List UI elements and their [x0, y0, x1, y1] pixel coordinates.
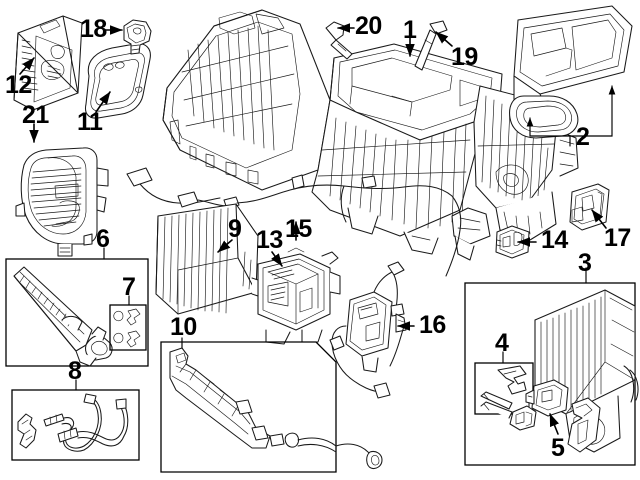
callout-12[interactable]: 12	[5, 71, 32, 99]
part-blower-motor-assembly	[15, 147, 109, 257]
callout-11[interactable]: 11	[77, 108, 103, 136]
box-6-heater-core	[5, 258, 149, 367]
callout-20[interactable]: 20	[355, 12, 382, 40]
callout-2[interactable]: 2	[576, 123, 590, 151]
part-retaining-pin	[414, 20, 448, 71]
callout-13[interactable]: 13	[256, 226, 283, 254]
box-8-heater-hose-set	[11, 389, 140, 461]
callout-5[interactable]: 5	[551, 434, 565, 462]
callout-6[interactable]: 6	[96, 225, 110, 253]
callout-4[interactable]: 4	[495, 329, 509, 357]
callout-16[interactable]: 16	[419, 311, 446, 339]
callout-7[interactable]: 7	[122, 273, 136, 301]
callout-18[interactable]: 18	[80, 15, 107, 43]
callout-9[interactable]: 9	[228, 215, 242, 243]
box-10-drain-duct-rail	[160, 341, 383, 473]
box-3-evaporator-core	[464, 282, 639, 466]
leader-lines	[19, 23, 616, 435]
part-vent-actuator-motor	[123, 19, 152, 55]
callout-10[interactable]: 10	[170, 313, 197, 341]
callout-15[interactable]: 15	[285, 215, 312, 243]
callout-1[interactable]: 1	[403, 16, 417, 44]
part-connector-housing	[495, 225, 530, 259]
callout-3[interactable]: 3	[578, 249, 592, 277]
part-cabin-air-filter	[155, 203, 259, 315]
callout-14[interactable]: 14	[541, 226, 568, 254]
part-wiring-harness-upper	[126, 167, 462, 277]
callout-19[interactable]: 19	[451, 43, 478, 71]
part-heater-housing-assembly	[162, 9, 579, 261]
callout-17[interactable]: 17	[604, 224, 631, 252]
part-housing-seal-gasket-set	[509, 5, 633, 139]
callout-8[interactable]: 8	[68, 357, 82, 385]
callout-21[interactable]: 21	[22, 101, 49, 129]
part-air-vent-grille	[13, 15, 83, 111]
